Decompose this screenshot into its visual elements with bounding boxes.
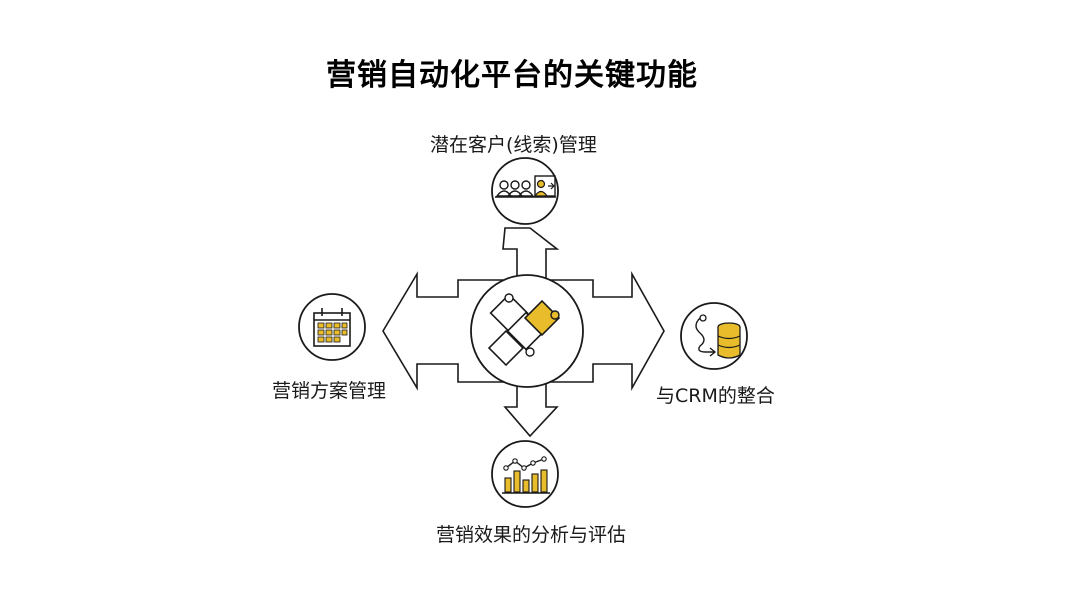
label-crm-integration: 与CRM的整合: [656, 385, 775, 407]
bottom-node: [491, 440, 559, 508]
people-group-icon: [495, 175, 556, 198]
right-node: [680, 302, 748, 370]
calendar-icon: [313, 308, 351, 347]
chart-analytics-icon: [502, 456, 550, 494]
left-node: [298, 293, 366, 361]
database-integration-icon: [695, 314, 741, 359]
label-analytics: 营销效果的分析与评估: [436, 524, 627, 546]
label-campaign-management: 营销方案管理: [272, 380, 387, 402]
label-lead-management: 潜在客户(线索)管理: [430, 134, 597, 156]
top-node: [491, 157, 559, 225]
center-node: [470, 274, 584, 388]
puzzle-icon: [487, 293, 561, 367]
page-title: 营销自动化平台的关键功能: [326, 58, 698, 93]
